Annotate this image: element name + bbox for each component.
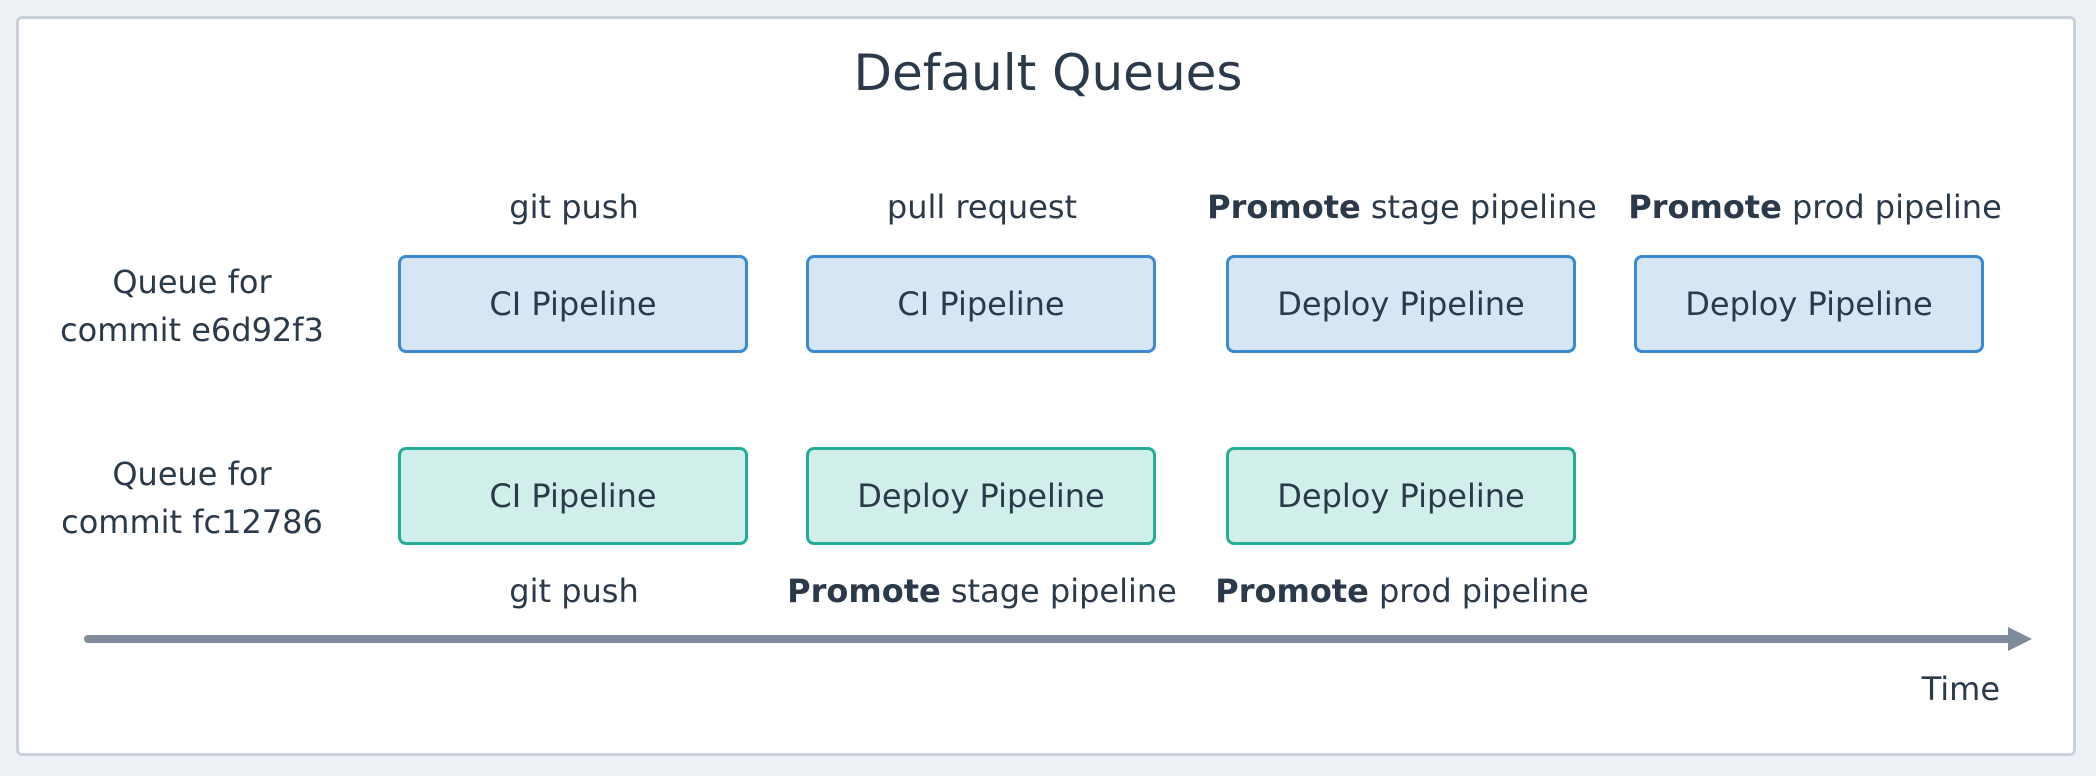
pipeline-box: Deploy Pipeline [1226,255,1576,353]
pipeline-box: Deploy Pipeline [1226,447,1576,545]
trigger-text: git push [509,188,639,226]
trigger-text: stage pipeline [1360,188,1597,226]
trigger-bold: Promote [787,572,941,610]
diagram-title: Default Queues [853,44,1243,102]
trigger-text: pull request [886,188,1078,226]
trigger-label: Promote stage pipeline [772,572,1192,610]
trigger-bold: Promote [1215,572,1369,610]
trigger-label: Promote stage pipeline [1192,188,1612,226]
trigger-text: git push [509,572,639,610]
queue-label-line1: Queue for [112,263,272,301]
trigger-bold: Promote [1628,188,1782,226]
arrow-head-icon [2008,627,2032,651]
pipeline-box: Deploy Pipeline [1634,255,1984,353]
trigger-label: Promote prod pipeline [1605,188,2025,226]
trigger-label: Promote prod pipeline [1192,572,1612,610]
pipeline-box: CI Pipeline [398,447,748,545]
trigger-label: pull request [772,188,1192,226]
pipeline-box: CI Pipeline [806,255,1156,353]
queue-label-fc12786: Queue for commit fc12786 [57,450,327,546]
axis-label: Time [1921,670,2000,708]
diagram-frame [16,16,2076,756]
queue-label-line1: Queue for [112,455,272,493]
pipeline-box: Deploy Pipeline [806,447,1156,545]
trigger-label: git push [364,188,784,226]
trigger-label: git push [364,572,784,610]
time-axis [84,635,2014,643]
trigger-text: prod pipeline [1781,188,2002,226]
trigger-text: stage pipeline [940,572,1177,610]
trigger-text: prod pipeline [1368,572,1589,610]
queue-label-line2: commit fc12786 [61,503,323,541]
pipeline-box: CI Pipeline [398,255,748,353]
trigger-bold: Promote [1207,188,1361,226]
queue-label-e6d92f3: Queue for commit e6d92f3 [57,258,327,354]
queue-label-line2: commit e6d92f3 [60,311,324,349]
